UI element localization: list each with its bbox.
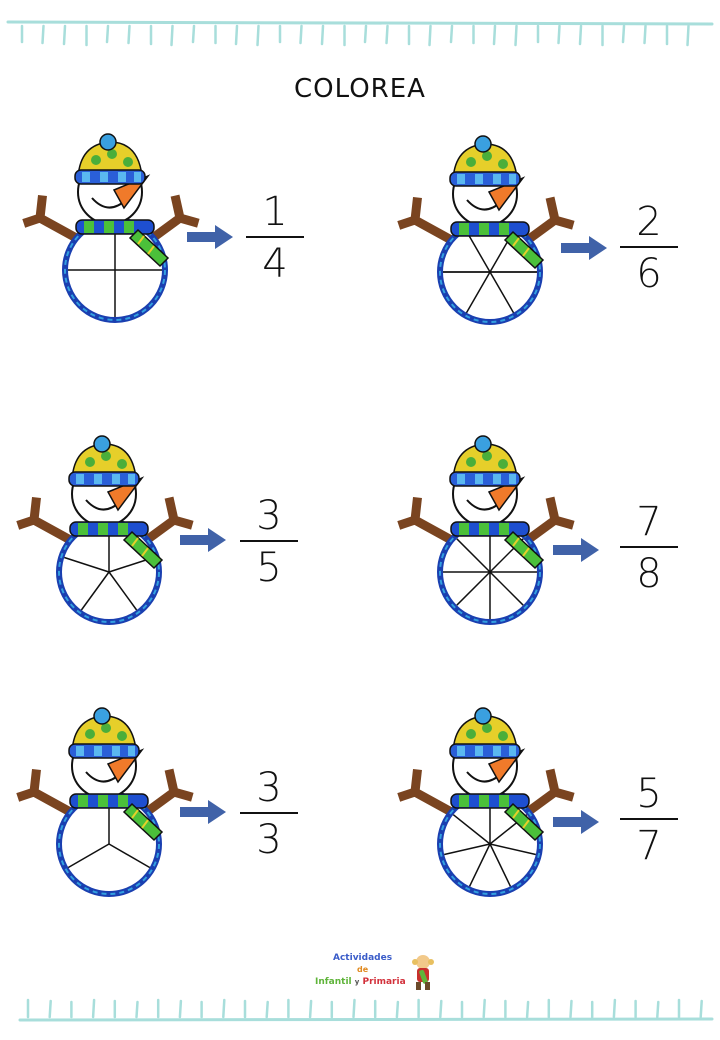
fraction-bar: [246, 236, 304, 238]
fraction-exercise-2: 2 6: [395, 132, 720, 332]
fraction-label: 3 5: [240, 494, 298, 590]
arrow-right-icon: [561, 236, 607, 260]
logo-primaria: Primaria: [362, 977, 406, 987]
snowman-icon: [16, 435, 194, 625]
denominator: 7: [636, 823, 662, 869]
logo-line-2: de: [357, 965, 369, 974]
numerator: 7: [636, 499, 662, 545]
fraction-label: 3 3: [240, 766, 298, 862]
fraction-bar: [240, 540, 298, 542]
fraction-exercise-1: 1 4: [20, 130, 350, 330]
page-title: COLOREA: [294, 74, 426, 104]
fraction-exercise-3: 3 5: [14, 432, 344, 632]
numerator: 3: [256, 765, 282, 811]
child-mascot-icon: [412, 955, 434, 990]
bottom-border-decoration: [18, 998, 714, 1022]
logo-line-1: Actividades: [333, 953, 393, 963]
denominator: 3: [256, 817, 282, 863]
arrow-right-icon: [553, 810, 599, 834]
fraction-bar: [240, 812, 298, 814]
numerator: 1: [262, 189, 288, 235]
fraction-bar: [620, 246, 678, 248]
denominator: 8: [636, 551, 662, 597]
fraction-exercise-5: 3 3: [14, 704, 344, 904]
snowman-icon: [397, 135, 575, 325]
site-logo: Actividades de Infantil y Primaria: [315, 953, 440, 997]
fraction-exercise-6: 5 7: [395, 704, 720, 904]
fraction-label: 5 7: [620, 772, 678, 868]
fraction-label: 7 8: [620, 500, 678, 596]
arrow-right-icon: [180, 528, 226, 552]
fraction-label: 1 4: [246, 190, 304, 286]
fraction-bar: [620, 818, 678, 820]
snowman-icon: [16, 707, 194, 897]
numerator: 5: [636, 771, 662, 817]
denominator: 5: [256, 545, 282, 591]
arrow-right-icon: [187, 225, 233, 249]
fraction-exercise-4: 7 8: [395, 432, 720, 632]
logo-line-3: Infantil y Primaria: [315, 977, 406, 987]
numerator: 3: [256, 493, 282, 539]
denominator: 4: [262, 241, 288, 287]
snowman-icon: [397, 707, 575, 897]
snowman-icon: [22, 133, 200, 323]
numerator: 2: [636, 199, 662, 245]
arrow-right-icon: [553, 538, 599, 562]
logo-infantil: Infantil: [315, 977, 352, 987]
arrow-right-icon: [180, 800, 226, 824]
denominator: 6: [636, 251, 662, 297]
fraction-bar: [620, 546, 678, 548]
top-border-decoration: [6, 20, 714, 47]
snowman-icon: [397, 435, 575, 625]
fraction-label: 2 6: [620, 200, 678, 296]
logo-y: y: [354, 978, 360, 986]
